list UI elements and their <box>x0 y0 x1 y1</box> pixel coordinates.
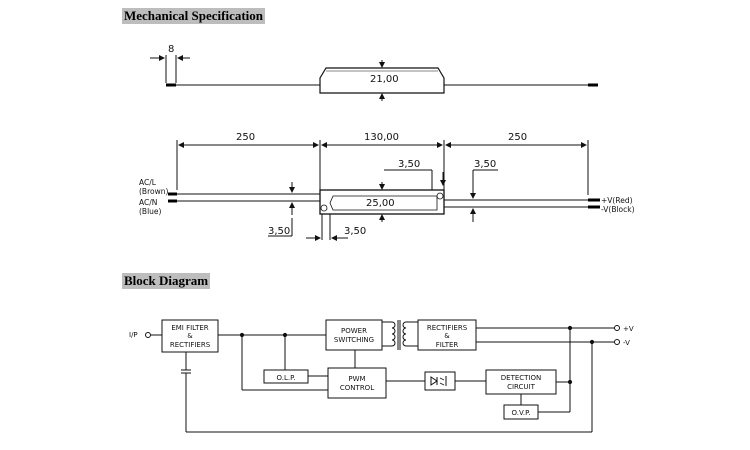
block-diagram-heading: Block Diagram <box>122 273 211 289</box>
block-diagram <box>145 319 620 433</box>
dim-offset-bottom-right: 3,50 <box>344 226 366 237</box>
pwm-control-block <box>327 367 387 399</box>
wire-label-pos: +V(Red) <box>601 196 633 205</box>
wire-label-acn: AC/N <box>139 198 157 207</box>
power-label-2: SWITCHING <box>334 336 374 344</box>
dim-lead-left: 250 <box>236 132 255 143</box>
emi-label-1: EMI FILTER <box>171 324 208 332</box>
ovp-label: O.V.P. <box>512 409 531 417</box>
rect-label-2: & <box>444 332 450 340</box>
emi-label-2: & <box>187 332 193 340</box>
wire-label-brown: (Brown) <box>139 187 168 196</box>
photocoupler-block <box>424 371 456 391</box>
dim-offset-top-right: 3,50 <box>474 159 496 170</box>
rectifier-filter-block <box>417 319 477 351</box>
power-switching-block <box>325 319 383 351</box>
wire-label-neg: -V(Block) <box>601 205 635 214</box>
pwm-label-1: PWM <box>348 375 365 383</box>
dim-offset-top-left: 3,50 <box>398 159 420 170</box>
dim-case-width: 21,00 <box>370 74 399 85</box>
side-case-label-area <box>329 195 438 211</box>
mechanical-spec-heading: Mechanical Specification <box>122 8 266 24</box>
detect-label-2: CIRCUIT <box>507 383 536 391</box>
emi-label-3: RECTIFIERS <box>170 341 211 349</box>
rect-label-3: FILTER <box>436 341 459 349</box>
dim-lead-strip: 8 <box>168 44 174 55</box>
output-neg-label: -V <box>623 339 630 347</box>
dim-case-length: 130,00 <box>364 132 399 143</box>
output-pos-label: +V <box>623 325 634 333</box>
olp-label: O.L.P. <box>277 374 296 382</box>
dim-lead-right: 250 <box>508 132 527 143</box>
wire-label-blue: (Blue) <box>139 207 162 216</box>
top-view <box>150 55 598 101</box>
pwm-label-2: CONTROL <box>340 384 374 392</box>
rect-label-1: RECTIFIERS <box>427 324 468 332</box>
detect-label-1: DETECTION <box>501 374 542 382</box>
dim-offset-bottom-left: 3,50 <box>268 226 290 237</box>
dim-case-height: 25,00 <box>366 198 395 209</box>
emi-filter-block <box>161 319 219 353</box>
input-label: I/P <box>129 331 138 339</box>
side-view <box>168 140 600 241</box>
wire-label-acl: AC/L <box>139 178 157 187</box>
power-label-1: POWER <box>341 327 367 335</box>
top-case-outline <box>319 67 445 94</box>
